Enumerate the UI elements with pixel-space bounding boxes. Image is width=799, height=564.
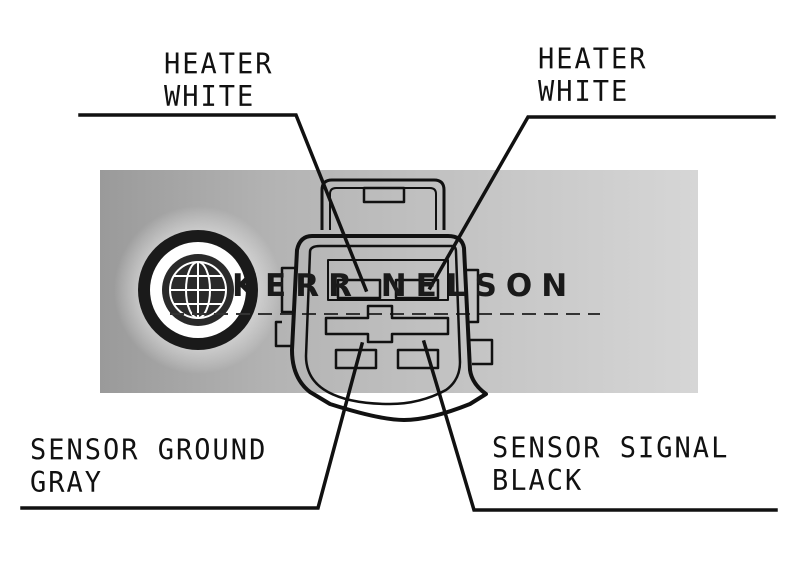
label-line2: WHITE	[164, 81, 256, 114]
label-line1: HEATER	[538, 43, 648, 76]
label-heater-white-left: HEATER WHITE	[164, 48, 274, 113]
label-line2: WHITE	[538, 76, 630, 109]
brand-watermark: KERR NELSON	[232, 268, 577, 304]
label-line1: SENSOR GROUND	[30, 434, 268, 467]
leader-lines	[20, 113, 778, 512]
label-line2: GRAY	[30, 467, 104, 500]
globe-icon	[114, 206, 282, 374]
label-sensor-signal-black: SENSOR SIGNAL BLACK	[492, 432, 729, 497]
label-line2: BLACK	[492, 465, 584, 498]
label-line1: SENSOR SIGNAL	[492, 432, 730, 465]
label-sensor-ground-gray: SENSOR GROUND GRAY	[30, 434, 267, 499]
label-line1: HEATER	[164, 48, 274, 81]
label-heater-white-right: HEATER WHITE	[538, 43, 648, 108]
connector-body	[274, 178, 494, 422]
